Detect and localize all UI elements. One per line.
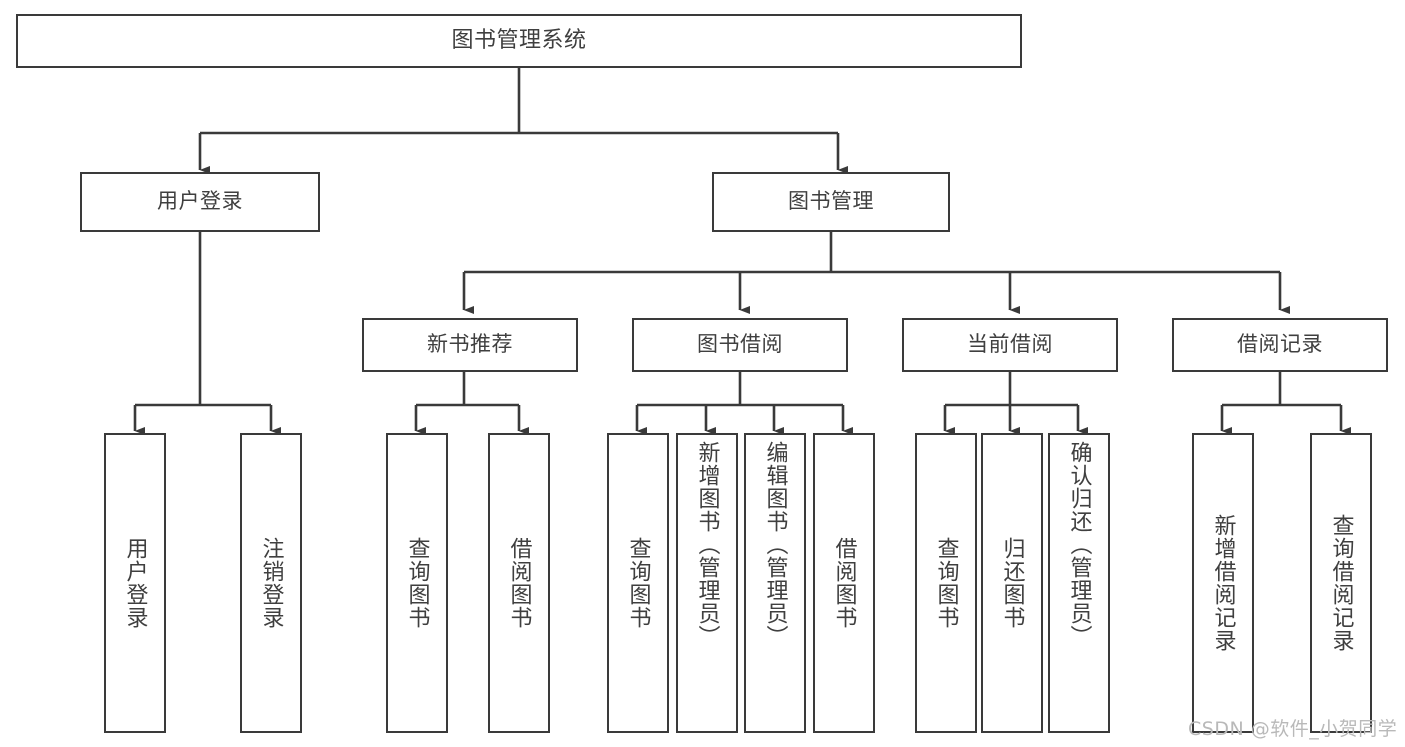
leaf-label: 归还图书: [999, 537, 1025, 629]
leaf-label: 借阅图书: [506, 537, 532, 629]
leaf-new-book-query[interactable]: 查询图书: [386, 433, 448, 733]
leaf-book-borrow-borrow[interactable]: 借阅图书: [813, 433, 875, 733]
node-new-book-recommend[interactable]: 新书推荐: [362, 318, 578, 372]
node-book-manage[interactable]: 图书管理: [712, 172, 950, 232]
leaf-user-login-login[interactable]: 用户登录: [104, 433, 166, 733]
edges-newbook-to-leaves: [414, 372, 530, 436]
edges-borrowrecord-to-leaves: [1220, 372, 1352, 436]
edges-root-to-level2: [198, 68, 849, 175]
leaf-label: 编辑图书（管理员）: [762, 441, 788, 648]
node-book-borrow[interactable]: 图书借阅: [632, 318, 848, 372]
edges-userlogin-to-leaves: [133, 232, 282, 436]
watermark-text: CSDN @软件_小贺同学: [1188, 718, 1398, 740]
leaf-current-borrow-return[interactable]: 归还图书: [981, 433, 1043, 733]
leaf-label: 查询图书: [625, 537, 651, 629]
leaf-label: 借阅图书: [831, 537, 857, 629]
node-label: 借阅记录: [1237, 332, 1323, 357]
edges-bookmanage-to-level3: [462, 232, 1291, 315]
leaf-label: 查询图书: [933, 537, 959, 629]
node-label: 当前借阅: [967, 332, 1053, 357]
node-user-login[interactable]: 用户登录: [80, 172, 320, 232]
leaf-label: 查询借阅记录: [1328, 514, 1354, 652]
leaf-label: 新增借阅记录: [1210, 514, 1236, 652]
leaf-current-borrow-query[interactable]: 查询图书: [915, 433, 977, 733]
leaf-user-login-logout[interactable]: 注销登录: [240, 433, 302, 733]
edges-bookborrow-to-leaves: [635, 372, 854, 436]
node-label: 图书管理系统: [451, 27, 587, 53]
leaf-label: 新增图书（管理员）: [694, 441, 720, 648]
leaf-book-borrow-add[interactable]: 新增图书（管理员）: [676, 433, 738, 733]
node-label: 图书管理: [788, 189, 874, 214]
leaf-current-borrow-confirm[interactable]: 确认归还（管理员）: [1048, 433, 1110, 733]
node-label: 图书借阅: [697, 332, 783, 357]
node-root-system[interactable]: 图书管理系统: [16, 14, 1022, 68]
node-current-borrow[interactable]: 当前借阅: [902, 318, 1118, 372]
node-label: 用户登录: [157, 189, 243, 214]
leaf-book-borrow-query[interactable]: 查询图书: [607, 433, 669, 733]
leaf-book-borrow-edit[interactable]: 编辑图书（管理员）: [744, 433, 806, 733]
node-borrow-record[interactable]: 借阅记录: [1172, 318, 1388, 372]
node-label: 新书推荐: [427, 332, 513, 357]
edges-currentborrow-to-leaves: [943, 372, 1089, 436]
leaf-label: 注销登录: [258, 537, 284, 629]
leaf-borrow-record-query[interactable]: 查询借阅记录: [1310, 433, 1372, 733]
leaf-borrow-record-add[interactable]: 新增借阅记录: [1192, 433, 1254, 733]
leaf-new-book-borrow[interactable]: 借阅图书: [488, 433, 550, 733]
leaf-label: 确认归还（管理员）: [1066, 441, 1092, 648]
leaf-label: 查询图书: [404, 537, 430, 629]
leaf-label: 用户登录: [122, 537, 148, 629]
